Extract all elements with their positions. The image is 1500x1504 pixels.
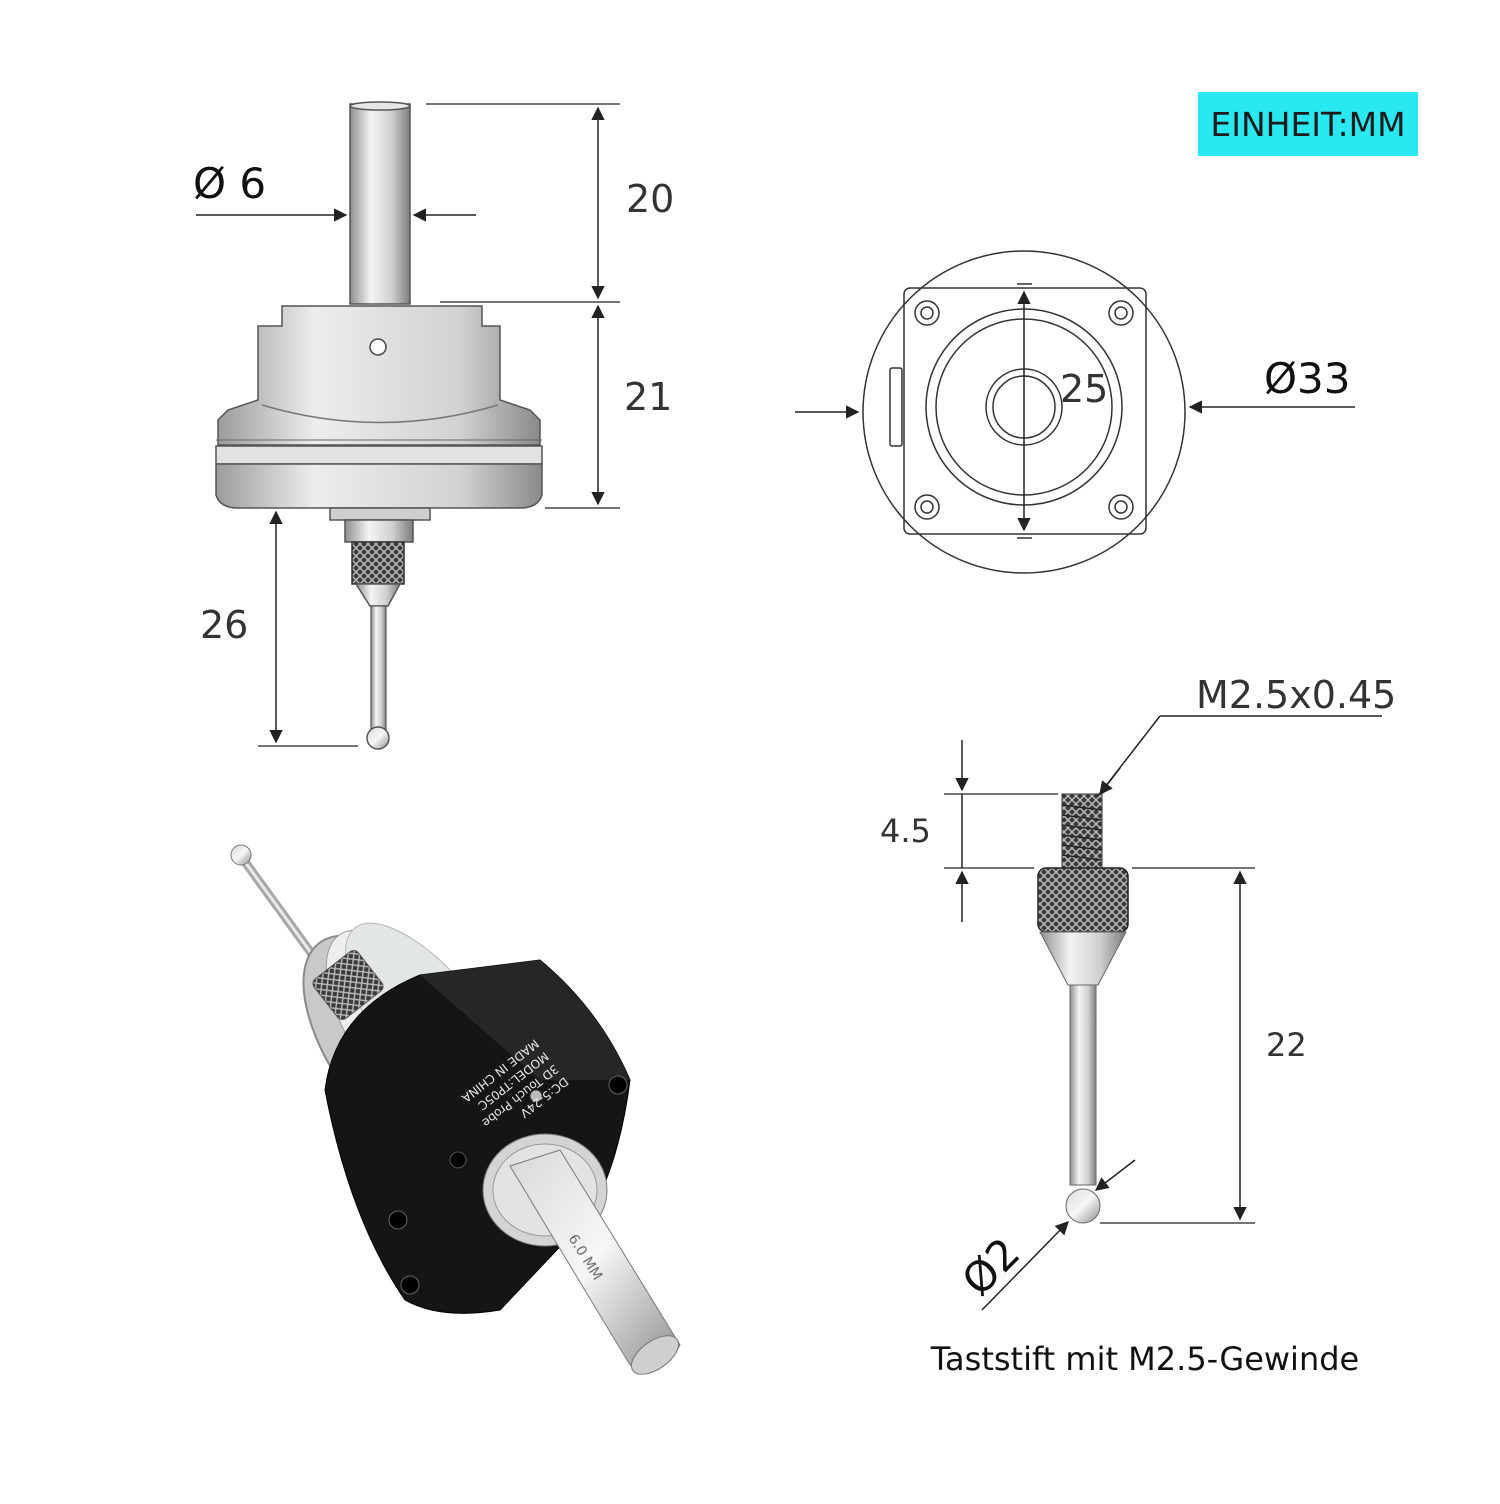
- dim-inner-size: 25: [1060, 367, 1108, 411]
- top-view-dimensions: 25 Ø33: [795, 290, 1355, 532]
- knurled-grip: [1037, 867, 1129, 933]
- side-view: Ø 6 20 21 26: [193, 101, 674, 750]
- side-body: [217, 305, 541, 446]
- unit-badge: EINHEIT:MM: [1198, 92, 1418, 156]
- dim-shaft-diameter: Ø 6: [193, 159, 266, 208]
- side-knurl: [351, 541, 405, 585]
- photo-knurl: [312, 949, 384, 1021]
- side-ball: [366, 726, 390, 750]
- dim-thread-length: 4.5: [880, 812, 931, 850]
- dim-stylus-total: 22: [1266, 1026, 1307, 1064]
- stylus-detail: M2.5x0.45 4.5 22 Ø2: [880, 673, 1396, 1311]
- photo-ball: [230, 844, 252, 866]
- corner-holes: [914, 300, 1134, 520]
- side-flange: [215, 445, 543, 465]
- side-shaft: [349, 103, 411, 305]
- side-stylus: [370, 605, 387, 735]
- outer-circle: [862, 250, 1186, 574]
- dim-thread-spec: M2.5x0.45: [1196, 673, 1396, 717]
- dim-stylus-length: 26: [200, 603, 248, 647]
- product-photo: DC:5-24V 3D Touch Probe MODEL:TP05C MADE…: [230, 844, 681, 1375]
- square-body: [903, 287, 1147, 535]
- dim-body-height: 21: [624, 375, 672, 419]
- stylus-caption: Taststift mit M2.5-Gewinde: [930, 1340, 1360, 1378]
- top-view: [862, 250, 1186, 574]
- detail-stylus: [1069, 984, 1097, 1186]
- dim-outer-diameter: Ø33: [1264, 354, 1351, 403]
- detail-ball: [1065, 1188, 1101, 1224]
- dim-shaft-length: 20: [626, 177, 674, 221]
- dim-ball-diameter: Ø2: [952, 1228, 1029, 1305]
- side-screw: [369, 338, 387, 356]
